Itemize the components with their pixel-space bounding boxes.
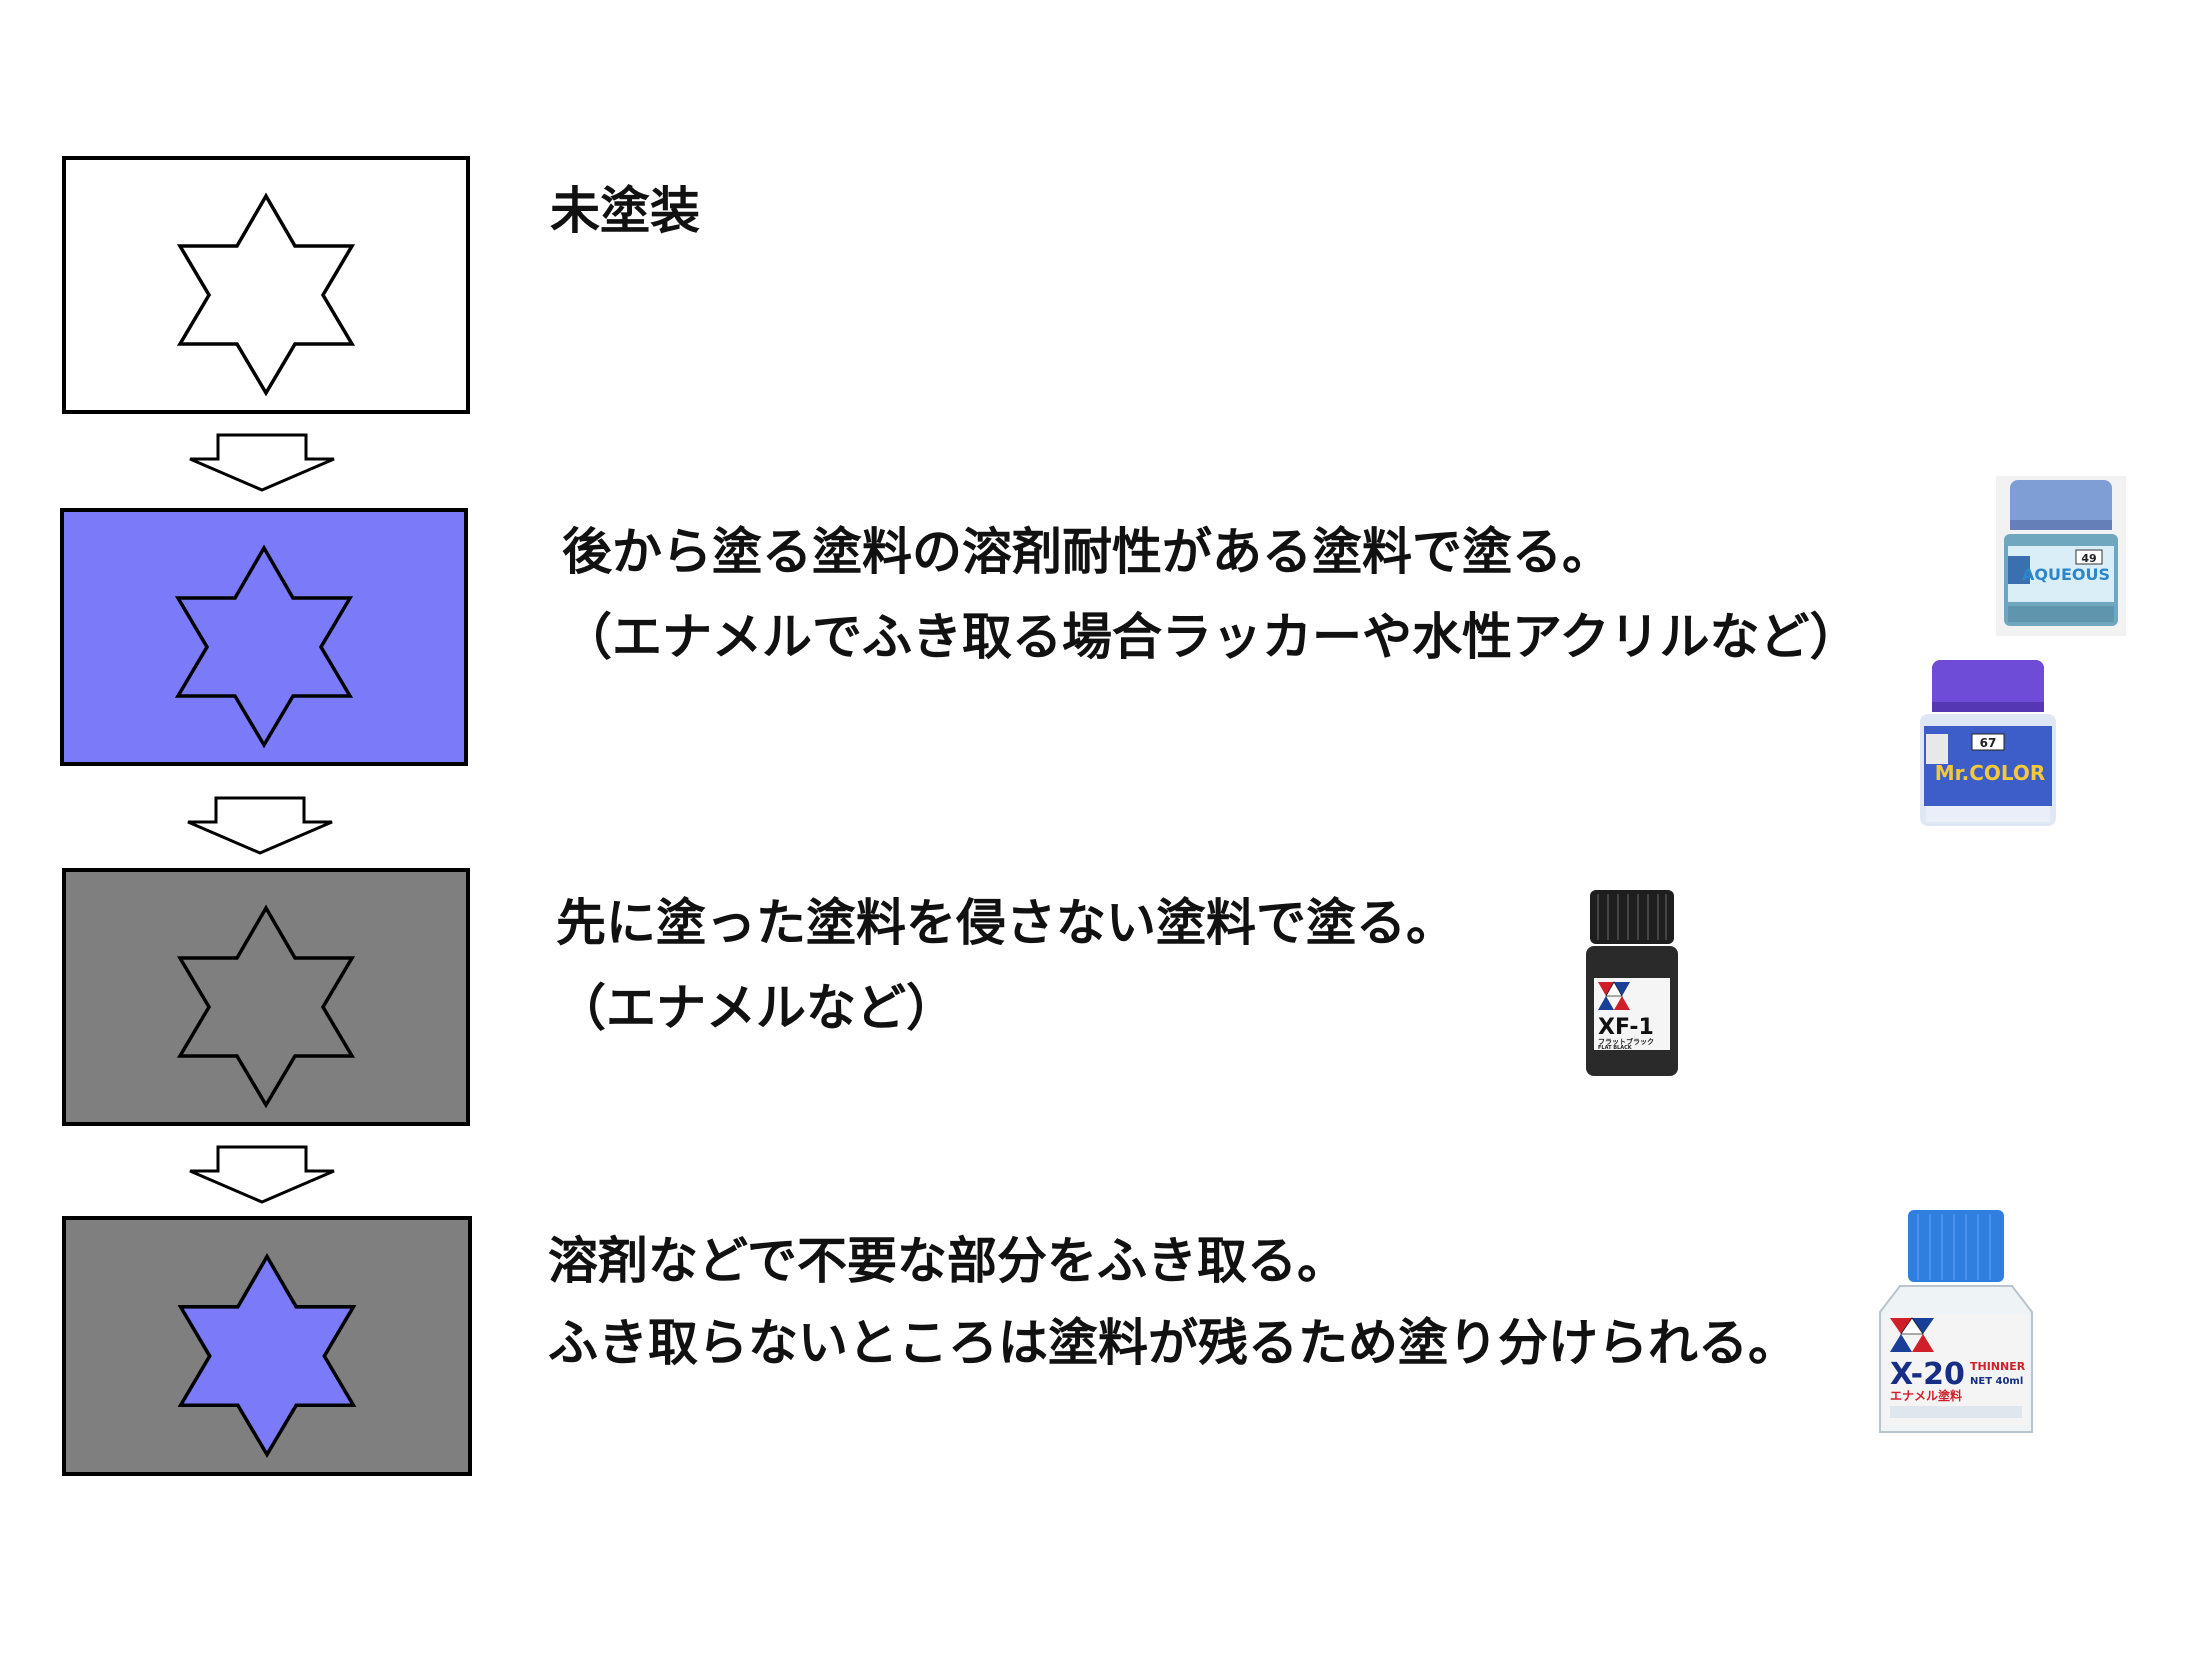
mrcolor-paint-jar-icon: 67 Mr.COLOR (1920, 660, 2056, 826)
down-arrow-icon (189, 1145, 335, 1204)
xf1-sub2: FLAT BLACK (1598, 1045, 1633, 1051)
step-3-line-2: （エナメルなど） (556, 979, 956, 1037)
hexagram-star-icon (176, 904, 356, 1109)
step-3-line-1: 先に塗った塗料を侵さない塗料で塗る。 (556, 894, 1456, 952)
step-4-line-2: ふき取らないところは塗料が残るため塗り分けられる。 (548, 1314, 1798, 1372)
mrcolor-number: 67 (1980, 736, 1997, 750)
step-2-line-2: （エナメルでふき取る場合ラッカーや水性アクリルなど） (562, 608, 1860, 666)
down-arrow-icon (189, 433, 335, 492)
x20-brand: X-20 (1890, 1357, 1965, 1392)
hexagram-star-icon (174, 544, 354, 749)
step-1-panel (62, 156, 470, 414)
x20-volume: NET 40ml (1970, 1376, 2023, 1387)
aqueous-paint-jar-icon: 49 AQUEOUS (1996, 476, 2126, 636)
mrcolor-brand: Mr.COLOR (1935, 761, 2046, 785)
hexagram-star-icon (176, 192, 356, 397)
step-4-panel (62, 1216, 472, 1476)
aqueous-brand: AQUEOUS (2022, 565, 2110, 584)
step-2-line-1: 後から塗る塗料の溶剤耐性がある塗料で塗る。 (562, 523, 1612, 581)
x20-sub: エナメル塗料 (1890, 1388, 1962, 1403)
xf1-paint-jar-icon: XF-1 フラットブラック FLAT BLACK (1586, 890, 1678, 1076)
step-3-panel (62, 868, 470, 1126)
x20-thinner: THINNER (1970, 1360, 2026, 1373)
x20-thinner-bottle-icon: X-20 THINNER NET 40ml エナメル塗料 (1879, 1210, 2033, 1433)
step-1-title: 未塗装 (550, 182, 700, 240)
down-arrow-icon (187, 796, 333, 855)
aqueous-number: 49 (2081, 552, 2096, 565)
step-2-panel (60, 508, 468, 766)
xf1-sub: フラットブラック (1598, 1037, 1654, 1046)
xf1-brand: XF-1 (1598, 1015, 1654, 1040)
step-4-line-1: 溶剤などで不要な部分をふき取る。 (548, 1232, 1347, 1290)
hexagram-star-icon (177, 1253, 357, 1458)
